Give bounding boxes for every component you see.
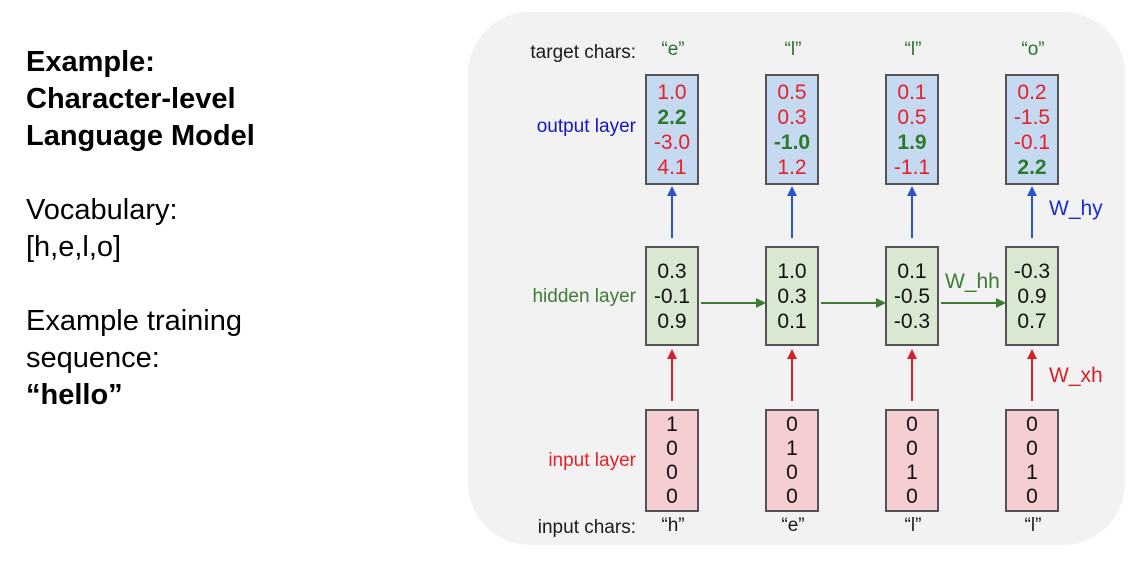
arrow-recurrent-3 [941,298,1006,308]
output-value: 1.9 [897,130,927,154]
input-char-4: “l” [1024,515,1042,536]
weight-label-w-hh: W_hh [945,270,1000,293]
output-value: -0.1 [1013,130,1051,154]
output-value: 0.3 [777,105,807,129]
sequence-label-line-2: sequence: [26,342,160,374]
hidden-value: 0.3 [657,259,687,283]
row-label-output-layer: output layer [536,116,636,137]
description-text-block: Example: Character-level Language Model … [26,44,436,414]
output-value: -1.0 [773,130,811,154]
vocabulary-label: Vocabulary: [26,194,178,226]
hidden-vector-3: 0.1-0.5-0.3 [885,246,939,346]
hidden-value: 0.1 [777,309,807,333]
hidden-value: -0.5 [893,284,931,308]
input-char-3: “l” [904,515,922,536]
row-label-input-chars: input chars: [537,517,636,538]
output-value: 0.5 [777,80,807,104]
hidden-value: 0.3 [777,284,807,308]
input-value: 0 [786,460,798,484]
output-value: 2.2 [1017,155,1047,179]
weight-label-w-xh: W_xh [1049,364,1103,387]
arrow-input-to-hidden-4 [1027,349,1037,401]
spacer-1 [26,155,436,192]
input-value: 1 [786,436,798,460]
heading-line-2: Character-level [26,83,236,115]
input-value: 1 [1026,460,1038,484]
input-value: 1 [666,412,678,436]
hidden-value: -0.3 [893,309,931,333]
target-char-4: “o” [1021,39,1045,60]
row-label-target-chars: target chars: [530,42,636,63]
output-value: -3.0 [653,130,691,154]
input-char-2: “e” [781,515,805,536]
target-char-1: “e” [661,39,685,60]
arrow-input-to-hidden-2 [787,349,797,401]
input-char-1: “h” [661,515,685,536]
hidden-value: 0.9 [1017,284,1047,308]
vocabulary-value: [h,e,l,o] [26,231,122,263]
arrow-hidden-to-output-3 [907,186,917,238]
input-value: 1 [906,460,918,484]
input-value: 0 [666,484,678,508]
input-value: 0 [906,436,918,460]
output-value: 1.2 [777,155,807,179]
output-value: 4.1 [657,155,687,179]
hidden-value: 0.1 [897,259,927,283]
input-value: 0 [666,436,678,460]
hidden-value: 1.0 [777,259,807,283]
arrow-input-to-hidden-3 [907,349,917,401]
row-label-hidden-layer: hidden layer [532,286,636,307]
hidden-value: 0.7 [1017,309,1047,333]
output-value: 1.0 [657,80,687,104]
output-value: 0.1 [897,80,927,104]
input-value: 0 [906,412,918,436]
weight-label-w-hy: W_hy [1049,197,1103,220]
arrow-recurrent-2 [821,298,886,308]
input-value: 0 [1026,436,1038,460]
output-value: -1.1 [893,155,931,179]
arrow-recurrent-1 [701,298,766,308]
sequence-label-line-1: Example training [26,305,242,337]
output-value: 2.2 [657,105,687,129]
hidden-value: -0.1 [653,284,691,308]
output-value: 0.2 [1017,80,1047,104]
row-label-input-layer: input layer [548,450,636,471]
hidden-value: -0.3 [1013,259,1051,283]
input-value: 0 [1026,484,1038,508]
input-value: 0 [906,484,918,508]
output-value: -1.5 [1013,105,1051,129]
output-value: 0.5 [897,105,927,129]
input-value: 0 [786,484,798,508]
heading-line-3: Language Model [26,120,255,152]
sequence-value: “hello” [26,379,123,411]
input-value: 0 [1026,412,1038,436]
arrow-hidden-to-output-1 [667,186,677,238]
rnn-diagram-panel: target chars: output layer hidden layer … [468,12,1125,545]
target-char-3: “l” [904,39,922,60]
input-value: 0 [666,460,678,484]
hidden-value: 0.9 [657,309,687,333]
spacer-2 [26,266,436,303]
arrow-hidden-to-output-2 [787,186,797,238]
input-value: 0 [786,412,798,436]
heading-line-1: Example: [26,46,155,78]
target-char-2: “l” [784,39,802,60]
arrow-input-to-hidden-1 [667,349,677,401]
arrow-hidden-to-output-4 [1027,186,1037,238]
